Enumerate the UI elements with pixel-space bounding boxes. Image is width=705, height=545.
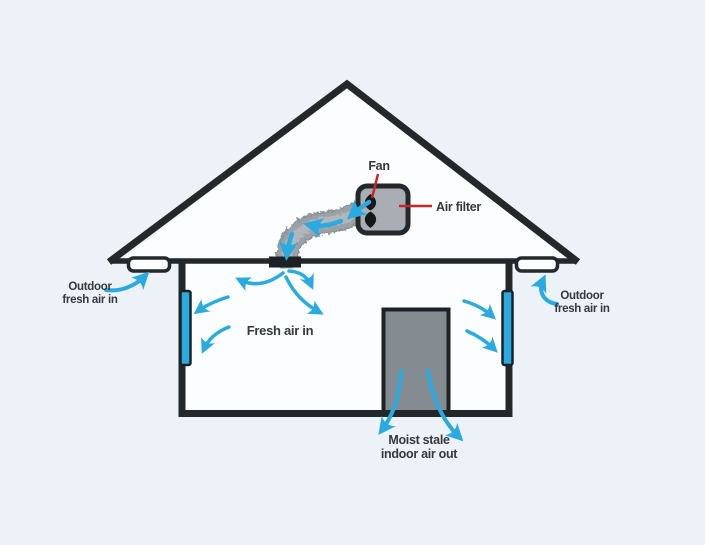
airflow-arrow-register-down-right	[284, 275, 324, 315]
air-filter-label: Air filter	[436, 200, 481, 214]
door-exhaust	[381, 307, 451, 416]
outdoor-fresh-air-left-label-line1: Outdoor	[68, 281, 112, 293]
fan-label: Fan	[368, 159, 389, 173]
airflow-arrow-rightwall-upper	[462, 299, 496, 320]
fresh-air-in-label: Fresh air in	[247, 323, 314, 338]
attic-interior	[124, 86, 566, 258]
outdoor-fresh-air-right-label-line1: Outdoor	[560, 290, 604, 302]
airflow-arrow-duct-mid	[303, 218, 344, 238]
airflow-arrow-duct-exit	[346, 199, 372, 220]
wall-vent-left	[179, 289, 192, 367]
roof-outline	[106, 79, 581, 265]
airflow-arrow-register-left	[235, 271, 285, 292]
airflow-arrow-rightwall-lower	[465, 329, 498, 353]
soffit-vent-right	[514, 256, 560, 273]
room-interior	[179, 258, 513, 414]
airflow-arrow-register-right	[287, 269, 314, 290]
moist-stale-label-line2: indoor air out	[381, 447, 458, 461]
wall-vent-right	[501, 289, 514, 367]
airflow-arrows	[104, 199, 559, 442]
airflow-arrow-outdoor-left	[104, 271, 150, 293]
moist-stale-label-line1: Moist stale	[388, 433, 450, 447]
fan-filter-box	[355, 183, 411, 236]
airflow-arrow-outdoor-right	[530, 274, 559, 306]
airflow-arrow-door-right	[426, 369, 464, 442]
airflow-arrow-door-left	[378, 369, 403, 435]
ceiling-register	[269, 256, 301, 268]
callout-line-fan	[370, 173, 380, 199]
outdoor-fresh-air-left-label-line2: fresh air in	[62, 294, 117, 306]
airflow-arrow-duct-down	[278, 231, 299, 261]
soffit-vent-left	[126, 256, 172, 273]
airflow-arrow-leftwall-lower	[201, 325, 231, 354]
airflow-arrow-leftwall-upper	[193, 295, 230, 315]
outdoor-fresh-air-right-label-line2: fresh air in	[554, 303, 609, 315]
